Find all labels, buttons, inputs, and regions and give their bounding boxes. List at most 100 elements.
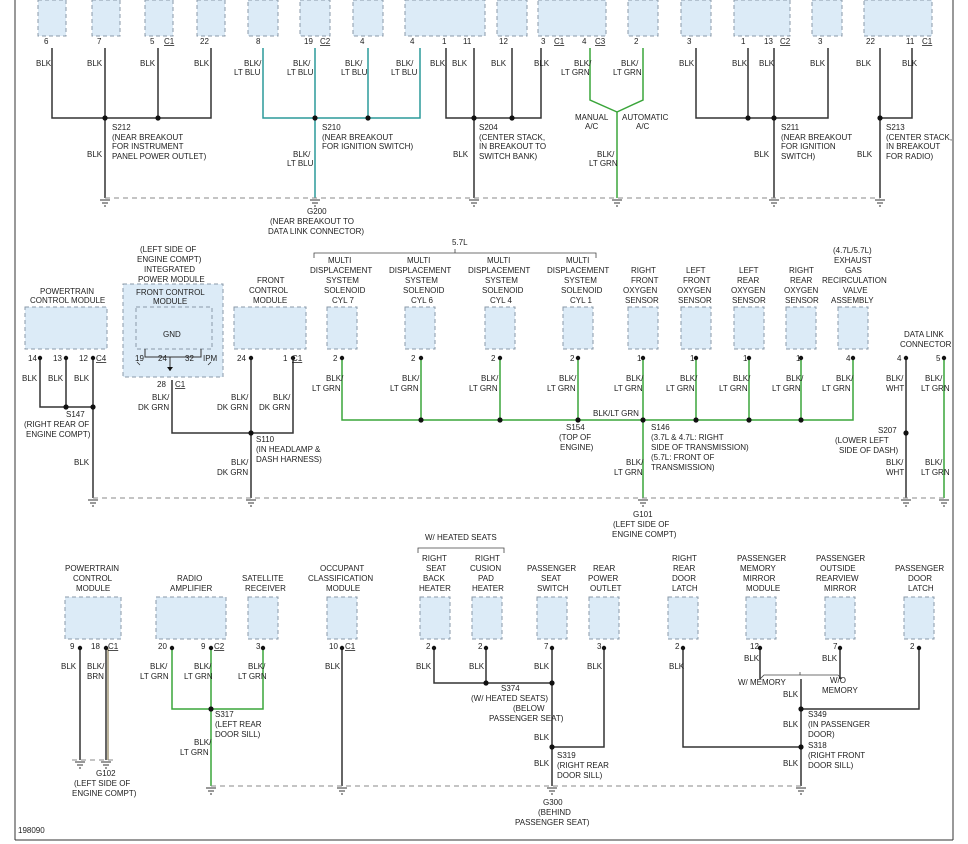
label-s317a: (LEFT REAR: [215, 720, 262, 729]
label-pdl1: PASSENGER: [895, 564, 944, 573]
label-rro2: REAR: [790, 276, 812, 285]
label-w39b: WHT: [886, 384, 904, 393]
label-w63: BLK: [783, 720, 799, 729]
label-mds6c: SYSTEM: [405, 276, 438, 285]
label-s204b: IN BREAKOUT TO: [479, 142, 546, 151]
label-mds4b: DISPLACEMENT: [468, 266, 530, 275]
label-s211: S211: [781, 123, 800, 132]
label-s147a: (RIGHT REAR OF: [24, 420, 89, 429]
label-mds6e: CYL 6: [411, 296, 433, 305]
middle-splices: [37, 355, 947, 436]
label-w48: BLK/: [925, 458, 943, 467]
label-s319a: (RIGHT REAR: [557, 761, 609, 770]
label-s146a: (3.7L & 4.7L: RIGHT: [651, 433, 724, 442]
label-w6: BLK/: [293, 59, 311, 68]
label-w22b: LT BLU: [287, 159, 314, 168]
label-w55: BLK: [416, 662, 432, 671]
label-lro4: SENSOR: [732, 296, 766, 305]
label-ramp1: RADIO: [177, 574, 202, 583]
label-manual-ac2: A/C: [585, 122, 599, 131]
bottom-wires: [72, 648, 920, 787]
label-q3b: 3: [597, 642, 602, 651]
label-pss2: SEAT: [541, 574, 561, 583]
label-w35: BLK/: [680, 374, 698, 383]
label-s349: S349: [808, 710, 827, 719]
label-s207a: (LOWER LEFT: [835, 436, 889, 445]
label-w33b: LT GRN: [547, 384, 576, 393]
label-w31b: LT GRN: [390, 384, 419, 393]
label-rrdl1: RIGHT: [672, 554, 697, 563]
label-conn-c2a: C2: [320, 37, 331, 46]
label-rpo3: OUTLET: [590, 584, 622, 593]
label-w17: BLK: [759, 59, 775, 68]
label-womem2: MEMORY: [822, 686, 859, 695]
label-s146d: TRANSMISSION): [651, 463, 715, 472]
label-w23: BLK: [453, 150, 469, 159]
label-mds4a: MULTI: [487, 256, 510, 265]
label-s374a: (W/ HEATED SEATS): [471, 694, 548, 703]
label-w52b: LT GRN: [184, 672, 213, 681]
label-occ3: MODULE: [326, 584, 360, 593]
label-w38b: LT GRN: [822, 384, 851, 393]
label-q12: 12: [750, 642, 759, 651]
label-w32b: LT GRN: [469, 384, 498, 393]
ipm-internal: [136, 349, 212, 371]
label-w50b: BRN: [87, 672, 104, 681]
label-s212a: (NEAR BREAKOUT: [112, 133, 183, 142]
label-q7b: 7: [833, 642, 838, 651]
label-g200b: DATA LINK CONNECTOR): [268, 227, 364, 236]
label-pin-4b: 4: [410, 37, 415, 46]
label-w8: BLK/: [396, 59, 414, 68]
label-s212c: PANEL POWER OUTLET): [112, 152, 207, 161]
label-s317: S317: [215, 710, 234, 719]
label-s374c: PASSENGER SEAT): [489, 714, 564, 723]
label-mds7e: CYL 7: [332, 296, 354, 305]
label-blkltgrn: BLK/LT GRN: [593, 409, 639, 418]
label-w2: BLK: [87, 59, 103, 68]
label-mds6d: SOLENOID: [403, 286, 445, 295]
label-pdl2: DOOR: [908, 574, 932, 583]
label-s204a: (CENTER STACK,: [479, 133, 545, 142]
label-por2: OUTSIDE: [820, 564, 856, 573]
label-ipm2: POWER MODULE: [138, 275, 205, 284]
label-q2c: 2: [675, 642, 680, 651]
label-wmem: W/ MEMORY: [738, 678, 787, 687]
label-g300a: (BEHIND: [538, 808, 571, 817]
label-rrdl4: LATCH: [672, 584, 698, 593]
label-rrdl2: REAR: [673, 564, 695, 573]
label-w58: BLK: [587, 662, 603, 671]
label-s374: S374: [501, 684, 520, 693]
label-p19: 19: [135, 354, 144, 363]
label-sat1: SATELLITE: [242, 574, 284, 583]
label-pin-22: 22: [200, 37, 209, 46]
top-grounds: [100, 199, 885, 207]
label-w51b: LT GRN: [140, 672, 169, 681]
label-w20: BLK: [902, 59, 918, 68]
label-q9: 9: [70, 642, 75, 651]
label-mds1d: SOLENOID: [561, 286, 603, 295]
label-mds4c: SYSTEM: [485, 276, 518, 285]
label-auto-ac: AUTOMATIC: [622, 113, 669, 122]
label-fcm-b1: FRONT: [257, 276, 285, 285]
middle-wires: [39, 358, 945, 499]
label-c4: C4: [96, 354, 107, 363]
label-g101a: (LEFT SIDE OF: [613, 520, 669, 529]
bottom-grounds: [75, 761, 806, 795]
label-fcm2: MODULE: [153, 297, 187, 306]
label-p24a: 24: [158, 354, 167, 363]
label-pmm4: MODULE: [746, 584, 780, 593]
label-rfo3: OXYGEN: [623, 286, 657, 295]
label-w45: BLK/: [231, 458, 249, 467]
label-s110: S110: [256, 435, 275, 444]
label-s213: S213: [886, 123, 905, 132]
label-p24b: 24: [237, 354, 246, 363]
label-p12: 12: [79, 354, 88, 363]
label-w47b: WHT: [886, 468, 904, 477]
label-s110a: (IN HEADLAMP &: [256, 445, 321, 454]
label-w61: BLK: [822, 654, 838, 663]
label-p2d: 2: [570, 354, 575, 363]
label-s204c: SWITCH BANK): [479, 152, 538, 161]
label-w11: BLK: [491, 59, 507, 68]
